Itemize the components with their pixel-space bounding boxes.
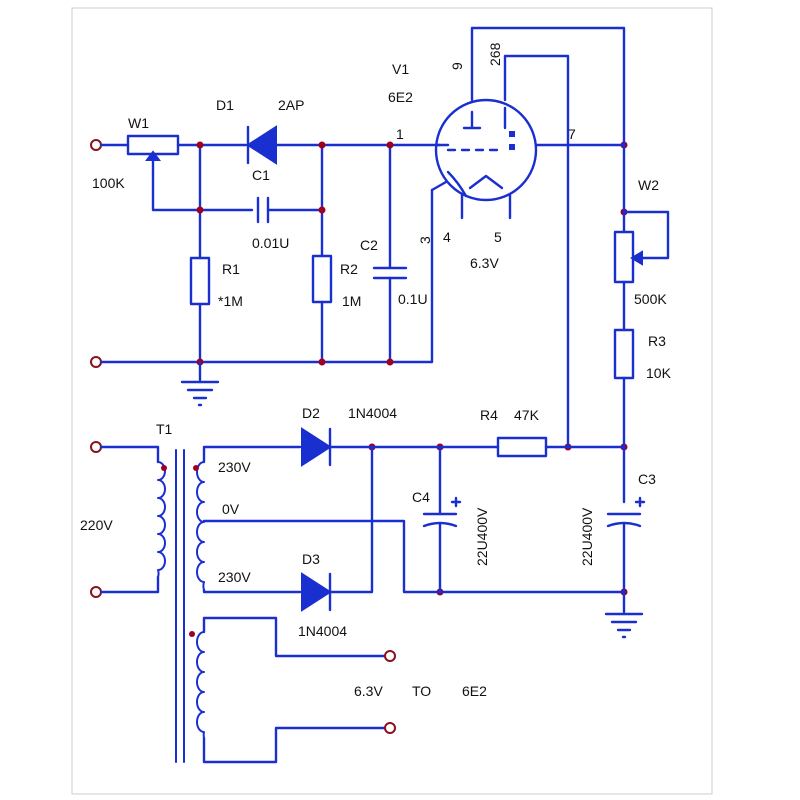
label-c2-value: 0.1U [398,291,428,307]
resistor-r4[interactable] [496,436,548,458]
label-pin3: 3 [417,236,433,244]
mains-terminal-bottom[interactable] [90,586,102,598]
label-pin5: 5 [494,229,502,245]
input-terminal-bottom[interactable] [90,356,102,368]
label-t1-ref: T1 [156,421,173,437]
wire-pin268 [503,54,570,449]
transformer-secondary-coil[interactable] [193,461,205,591]
diode-d2[interactable] [301,427,332,467]
wire-heater-top [202,616,386,658]
diode-d1[interactable] [246,125,277,165]
label-c4-value: 22U400V [474,507,490,566]
label-pin9: 9 [449,62,465,70]
wire-w2-wiper [622,210,670,260]
label-pin4: 4 [443,229,451,245]
heater-terminal-bottom[interactable] [384,722,396,734]
label-c1-ref: C1 [252,167,270,183]
diode-d3[interactable] [301,572,332,612]
label-d2-ref: D2 [302,405,320,421]
label-pin268: 268 [487,42,503,66]
label-w2-ref: W2 [638,177,659,193]
label-d3-ref: D3 [302,551,320,567]
wire-pin3 [430,180,448,192]
capacitor-c1[interactable] [256,196,270,224]
resistor-r2[interactable] [311,254,333,304]
label-r2-ref: R2 [340,261,358,277]
label-r3-value: 10K [646,365,672,381]
label-v1-value: 6E2 [388,89,413,105]
label-primary-voltage: 220V [80,517,113,533]
wire-w1-wiper [151,173,254,212]
label-r3-ref: R3 [648,333,666,349]
label-d3-value: 1N4004 [298,623,347,639]
ground-symbol-top [180,380,220,407]
mains-terminal-top[interactable] [90,441,102,453]
tube-v1[interactable] [434,98,538,202]
transformer-primary-coil[interactable] [157,461,167,578]
wire-sec-bottom [202,588,302,594]
label-v1-ref: V1 [392,61,409,77]
photo-frame [71,7,713,795]
label-r1-ref: R1 [222,261,240,277]
label-pin1: 1 [396,126,404,142]
wire-sec-top [202,445,302,464]
wire-primary-bottom [99,575,160,594]
label-heater-voltage: 6.3V [470,255,499,271]
label-d2-value: 1N4004 [348,405,397,421]
label-c3-value: 22U400V [579,507,595,566]
potentiometer-w2[interactable] [613,230,643,284]
label-d1-ref: D1 [216,97,234,113]
heater-terminal-top[interactable] [384,650,396,662]
wire-primary-top [99,445,160,464]
junction-dots [196,141,628,596]
label-pin7: 7 [568,126,576,142]
label-c2-ref: C2 [360,237,378,253]
ground-symbol-bottom [604,612,644,639]
label-w1-ref: W1 [128,115,149,131]
label-sec-bottom-voltage: 230V [218,569,251,585]
label-heater-output-voltage: 6.3V [354,683,383,699]
wire-d3-join [328,445,374,594]
capacitor-c3[interactable] [606,496,646,528]
transformer-core [175,449,185,763]
label-w2-value: 500K [634,291,667,307]
label-heater-to: TO [412,683,431,699]
wire-heater-bottom [202,726,386,764]
label-c1-value: 0.01U [252,235,289,251]
label-c4-ref: C4 [412,489,430,505]
resistor-r3[interactable] [613,328,635,380]
potentiometer-w1[interactable] [126,134,180,177]
wire-bottom-rail [99,188,434,364]
label-r2-value: 1M [342,293,361,309]
resistor-r1[interactable] [189,256,211,306]
wire-sec-centre-tap [202,519,626,594]
label-heater-target: 6E2 [462,683,487,699]
label-r1-value: *1M [218,293,243,309]
label-w1-value: 100K [92,175,125,191]
label-r4-value: 47K [514,407,540,423]
label-d1-value: 2AP [278,97,304,113]
label-sec-mid-voltage: 0V [222,501,240,517]
input-terminal-top[interactable] [90,139,102,151]
capacitor-c2[interactable] [372,266,408,280]
wire-pin9-to-b-plus [470,26,626,147]
transformer-heater-coil[interactable] [189,631,205,739]
label-r4-ref: R4 [480,407,498,423]
label-sec-top-voltage: 230V [218,459,251,475]
label-c3-ref: C3 [638,471,656,487]
